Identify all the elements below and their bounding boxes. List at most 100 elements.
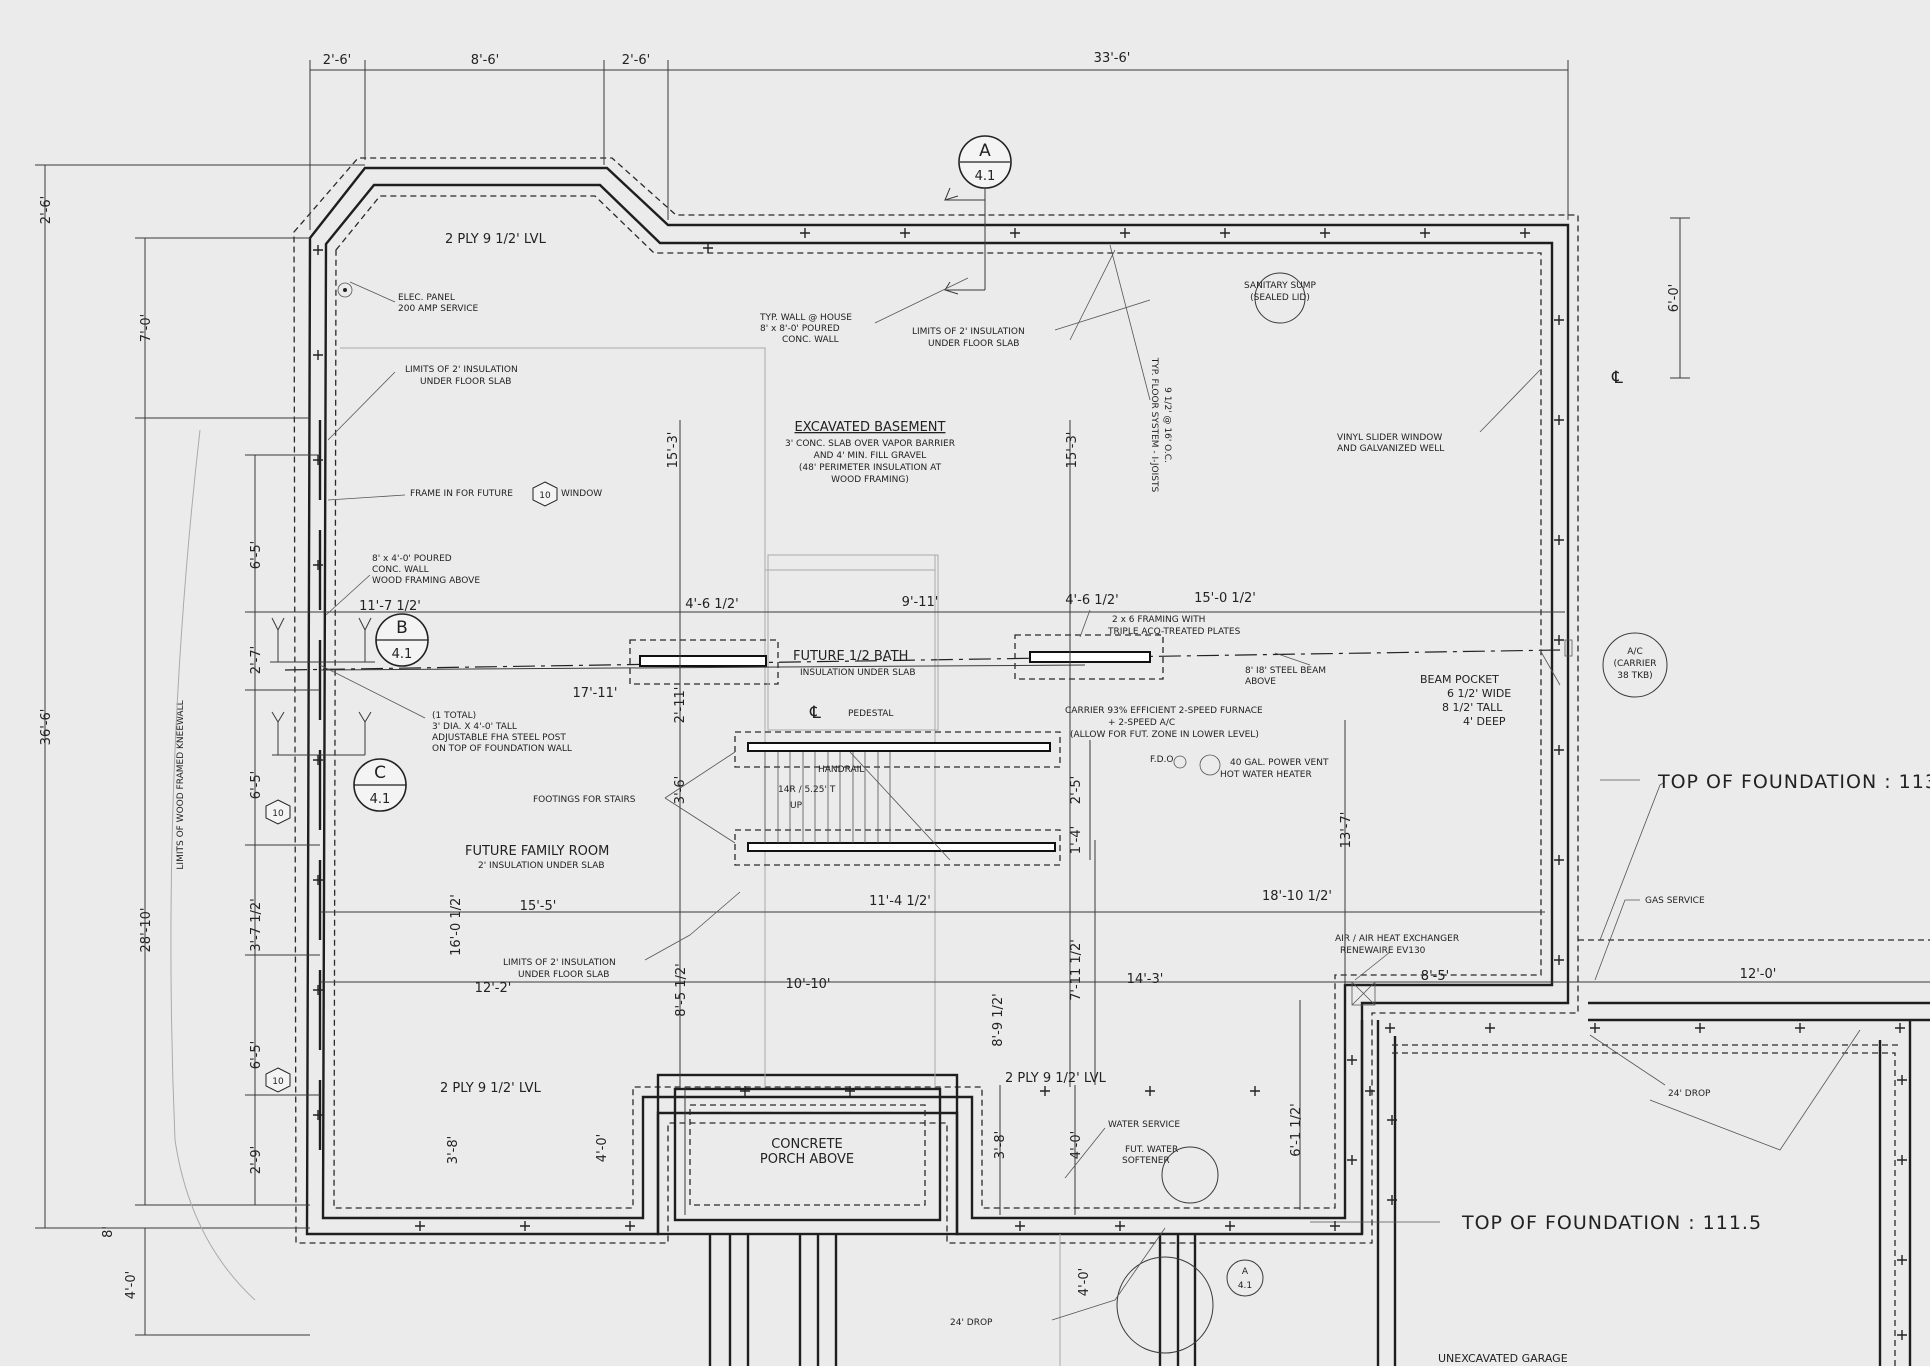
dim-row4-12-2: 12'-2' [475,981,512,996]
dim-left-28-10: 28'-10' [139,908,154,953]
dim-left-6-5-a: 6'-5' [249,541,264,569]
dim-vert-1-4: 1'-4' [1069,826,1084,854]
window-tag-left-b: 10 [272,1077,284,1087]
anchor-bolt-mark [313,755,323,765]
anchor-bolt-mark [520,1221,530,1231]
top-dimension-lines [309,60,1569,230]
anchor-bolt-mark [313,245,323,255]
dim-vert-2-11: 2'-11' [673,687,688,724]
dim-row4-8-5: 8'-5' [1421,969,1449,984]
anchor-bolt-mark [313,350,323,360]
framing-note-line1: 2 x 6 FRAMING WITH [1112,615,1205,625]
drop-right-label: 24' DROP [1668,1089,1711,1099]
vinyl-window-line2: AND GALVANIZED WELL [1337,444,1444,454]
anchor-bolt-mark [1385,1023,1395,1033]
furnace-line1: CARRIER 93% EFFICIENT 2-SPEED FURNACE [1065,706,1263,716]
insulation-left-line1: LIMITS OF 2' INSULATION [405,365,518,375]
stair-up-label: UP [790,801,803,811]
softener-line1: FUT. WATER [1125,1145,1178,1155]
anchor-bolt-mark [1220,228,1230,238]
anchor-bolt-mark [1554,415,1564,425]
ac-line3: 38 TKB) [1617,671,1652,681]
anchor-bolt-mark [313,560,323,570]
section-marker-b [270,613,429,667]
anchor-bolt-mark [1347,1055,1357,1065]
anchor-bolt-mark [313,985,323,995]
excavated-basement-title: EXCAVATED BASEMENT [795,420,946,435]
sump-line1: SANITARY SUMP [1244,281,1316,291]
window-tag-left-a: 10 [272,809,284,819]
dim-vert-8-5: 8'-5 1/2' [674,963,689,1016]
steel-beam-line2: ABOVE [1245,677,1276,687]
dim-vert-7-11: 7'-11 1/2' [1069,939,1084,1001]
ac-line1: A/C [1627,647,1642,657]
concrete-porch [656,1073,959,1236]
air-exchanger-symbol [1351,981,1376,1006]
insulation-bottom-line1: LIMITS OF 2' INSULATION [503,958,616,968]
typ-wall-line3: CONC. WALL [782,335,839,345]
anchor-bolt-mark [1897,1330,1907,1340]
anchor-bolt-mark [1387,1115,1397,1125]
beam-pocket-line3: 8 1/2' TALL [1442,701,1503,714]
dim-vert-3-8a: 3'-8' [446,1136,461,1164]
interior-dimension-lines [319,420,1930,1215]
anchor-bolt-mark [1554,955,1564,965]
beam-pocket-line1: BEAM POCKET [1420,673,1499,686]
post-note-line4: ON TOP OF FOUNDATION WALL [432,744,572,754]
dim-row4-12-0: 12'-0' [1740,967,1777,982]
section-marker-c [271,711,407,812]
dim-row1-15-0: 15'-0 1/2' [1194,591,1256,606]
lvl-bottom-left-label: 2 PLY 9 1/2' LVL [440,1081,542,1096]
dim-row4-10-10: 10'-10' [786,977,831,992]
top-of-foundation-right: TOP OF FOUNDATION : 113 [1657,771,1930,793]
front-footings [708,1234,1197,1366]
anchor-bolt-mark [415,1221,425,1231]
handrail-label: HANDRAIL [818,765,864,775]
dim-vert-4-0c: 4'-0' [1077,1268,1092,1296]
fdo-label: F.D.O [1150,755,1173,765]
section-d-letter: A [1242,1267,1249,1277]
elec-panel-line2: 200 AMP SERVICE [398,304,479,314]
dim-row2-17-11: 17'-11' [573,686,618,701]
anchor-bolt-mark [1520,228,1530,238]
dim-vert-3-6: 3'-6' [673,776,688,804]
dim-left-3-7: 3'-7 1/2' [249,898,264,951]
section-a-sheet: 4.1 [975,169,996,184]
anchor-bolt-mark [1897,1155,1907,1165]
anchor-bolt-mark [313,875,323,885]
dim-vert-15-3b: 15'-3' [1065,432,1080,469]
beam-pocket-line4: 4' DEEP [1463,715,1506,728]
insulation-top-line2: UNDER FLOOR SLAB [928,339,1019,349]
dim-row1-4-6b: 4'-6 1/2' [1065,593,1118,608]
anchor-bolt-mark [1897,1075,1907,1085]
dim-row4-14-3: 14'-3' [1127,972,1164,987]
anchor-bolt-mark [900,228,910,238]
anchor-bolt-mark [1365,1086,1375,1096]
water-service-label: WATER SERVICE [1108,1120,1180,1130]
floor-system-line2: 9 1/2' @ 16' O.C. [1162,387,1172,463]
insulation-left-line2: UNDER FLOOR SLAB [420,377,511,387]
insulation-bottom-line2: UNDER FLOOR SLAB [518,970,609,980]
dim-left-4-0: 4'-0' [124,1271,139,1299]
anchor-bolt-mark [740,1086,750,1096]
softener-line2: SOFTENER [1122,1156,1170,1166]
left-dimension-lines [35,164,1690,1336]
window-word: WINDOW [561,489,602,499]
gas-service-label: GAS SERVICE [1645,896,1705,906]
slab-note-line1: 3' CONC. SLAB OVER VAPOR BARRIER [785,439,955,449]
dim-left-2-7: 2'-7' [249,646,264,674]
insulation-top-line1: LIMITS OF 2' INSULATION [912,327,1025,337]
dim-row1-4-6: 4'-6 1/2' [685,597,738,612]
anchor-bolt-mark [1554,855,1564,865]
dim-vert-16-0: 16'-0 1/2' [449,894,464,956]
dim-vert-2-5: 2'-5' [1069,776,1084,804]
steel-beam-line1: 8' I8' STEEL BEAM [1245,666,1326,676]
dim-row3-11-4: 11'-4 1/2' [869,894,931,909]
drop-bottom-label: 24' DROP [950,1318,993,1328]
air-exchanger-line2: RENEWAIRE EV130 [1340,946,1426,956]
anchor-bolt-mark [1795,1023,1805,1033]
dim-vert-4-0a: 4'-0' [595,1134,610,1162]
dim-row1-11-7: 11'-7 1/2' [359,599,421,614]
anchor-bolt-mark [1554,315,1564,325]
lvl-top-label: 2 PLY 9 1/2' LVL [445,232,547,247]
